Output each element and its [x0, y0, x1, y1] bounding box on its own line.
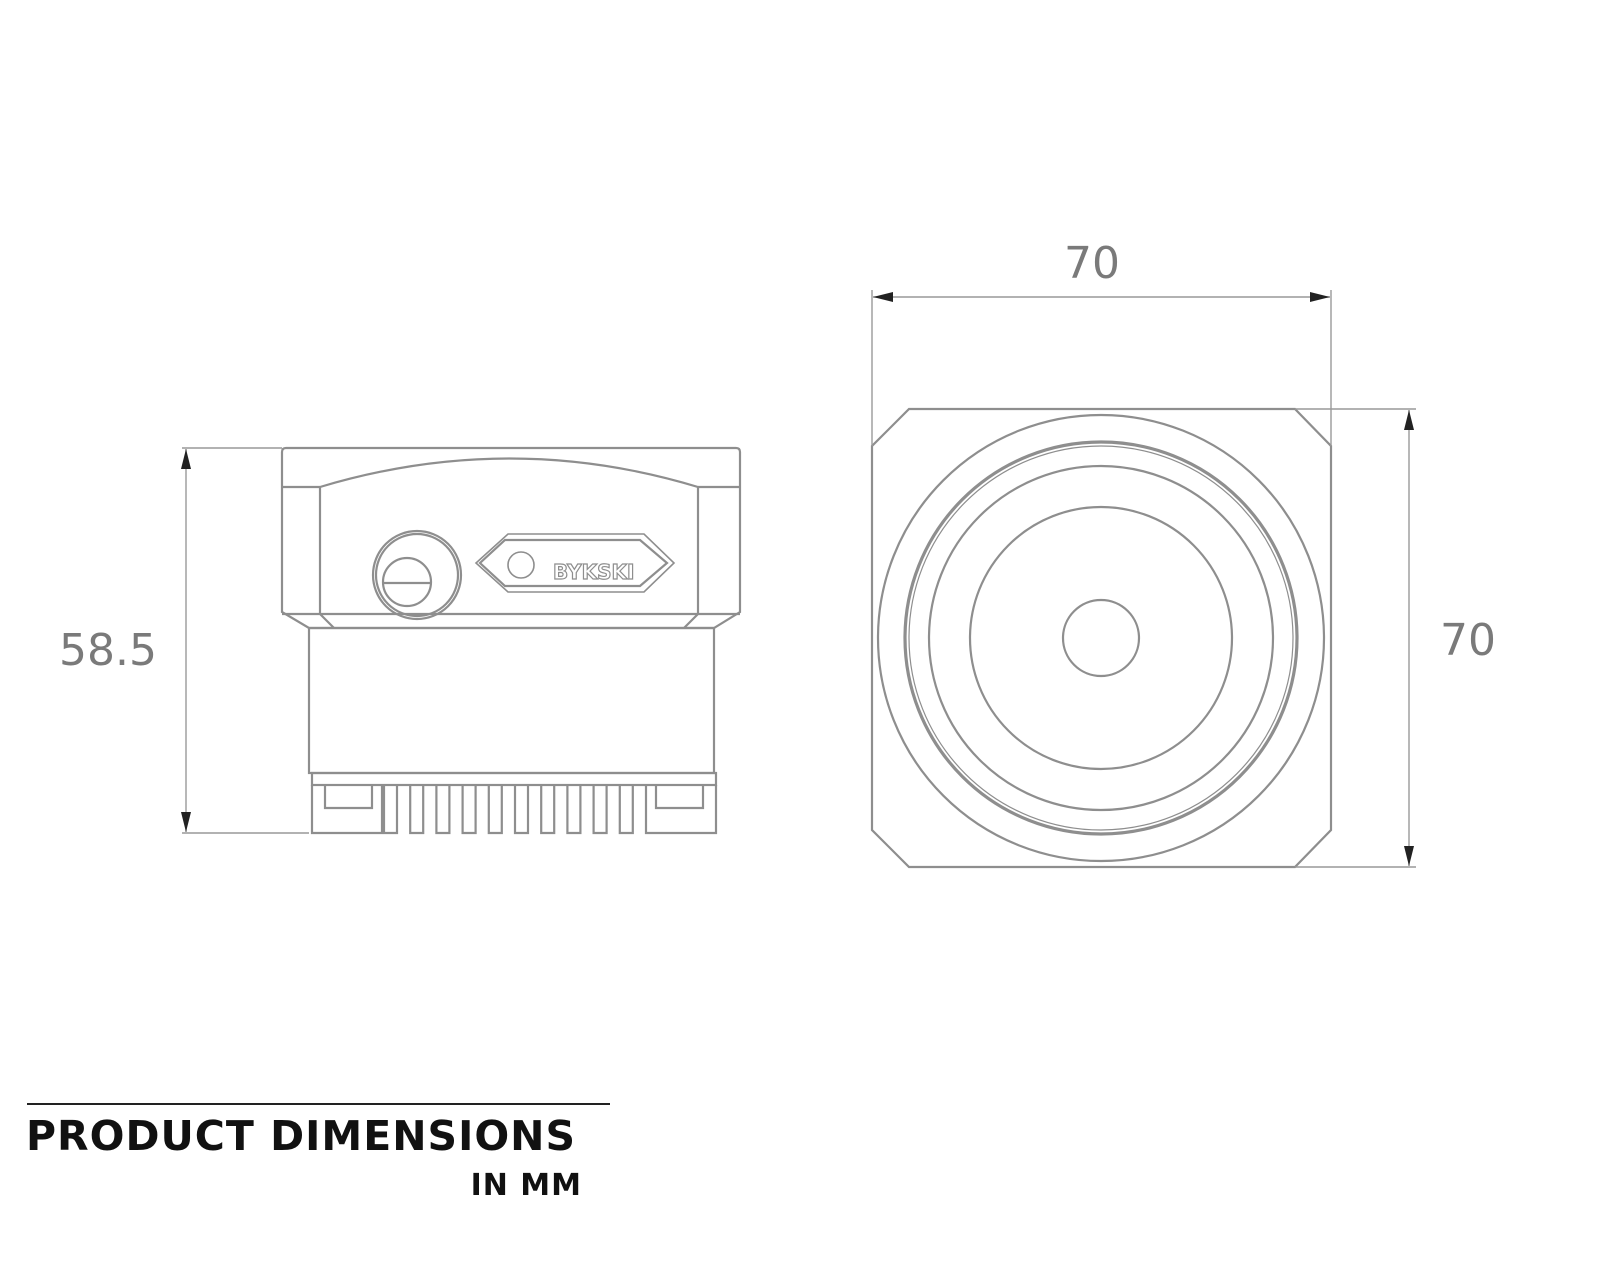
base-plate-outline	[870, 407, 1333, 869]
fin	[382, 785, 634, 835]
right-foot	[644, 785, 718, 835]
top-cap-curve	[282, 457, 740, 489]
center-hub	[1061, 598, 1141, 678]
fin-base	[310, 771, 718, 787]
height-label: 58.5	[59, 625, 157, 676]
body	[307, 626, 716, 775]
top-cap-outline	[280, 446, 742, 630]
depth-dimension: 70	[1295, 408, 1496, 868]
oring-inner	[908, 445, 1294, 831]
left-foot	[310, 785, 384, 835]
width-dimension: 70	[871, 238, 1332, 446]
caption-divider	[27, 1103, 610, 1105]
oring	[903, 440, 1299, 836]
fill-port	[371, 529, 463, 621]
height-dimension: 58.5	[59, 447, 309, 834]
top-view	[870, 407, 1333, 869]
inner-ring	[927, 464, 1275, 812]
logo-text: BYKSKI	[553, 560, 634, 584]
brand-logo-plate: BYKSKI	[474, 533, 676, 593]
side-view: BYKSKI	[280, 446, 742, 835]
caption-title: PRODUCT DIMENSIONS	[26, 1112, 577, 1160]
cap-left-edge	[282, 487, 740, 629]
outer-ring	[876, 413, 1326, 863]
width-label: 70	[1064, 238, 1120, 289]
cooling-fins	[382, 785, 634, 835]
pump-cover	[968, 505, 1234, 771]
depth-label: 70	[1440, 615, 1496, 666]
caption-unit: IN MM	[470, 1168, 582, 1203]
